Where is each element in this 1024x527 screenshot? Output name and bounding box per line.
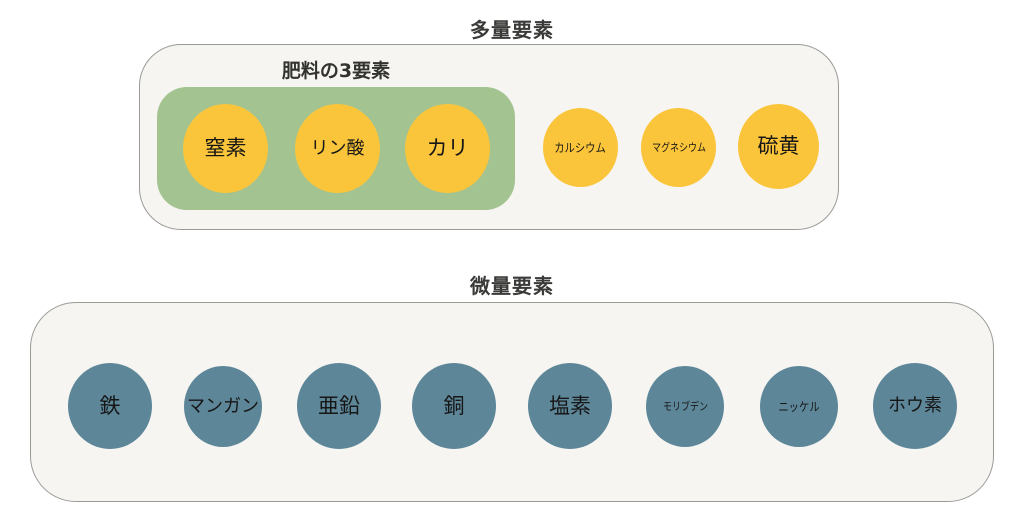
nutrient-bubble-molybdenum: モリブデン [646,366,724,447]
nutrient-bubble-chlorine: 塩素 [528,363,612,449]
nutrient-label-iron: 鉄 [99,393,121,418]
nutrient-label-boron: ホウ素 [888,395,942,416]
nutrient-label-molybdenum: モリブデン [662,400,708,413]
nutrient-bubble-nitrogen: 窒素 [183,104,268,193]
micronutrients-title: 微量要素 [470,274,554,298]
nutrient-bubble-sulfur: 硫黄 [738,104,819,189]
nutrient-label-sulfur: 硫黄 [757,134,800,158]
macronutrients-title: 多量要素 [470,18,554,42]
nutrient-label-calcium: カルシウム [554,140,607,155]
nutrient-bubble-phosphoric: リン酸 [295,104,380,193]
nutrient-bubble-zinc: 亜鉛 [297,363,381,449]
nutrient-label-copper: 銅 [443,393,465,418]
nutrient-label-chlorine: 塩素 [549,393,591,418]
nutrient-bubble-calcium: カルシウム [543,108,618,187]
nutrient-bubble-nickel: ニッケル [760,366,838,447]
nutrient-bubble-potassium: カリ [405,104,490,193]
nutrient-label-magnesium: マグネシウム [651,141,706,154]
nutrient-bubble-copper: 銅 [412,363,496,449]
nutrient-label-zinc: 亜鉛 [318,393,360,418]
nutrient-bubble-manganese: マンガン [184,366,262,447]
nutrient-label-nickel: ニッケル [778,399,820,414]
nutrient-label-nitrogen: 窒素 [204,136,247,160]
nutrient-bubble-boron: ホウ素 [873,363,957,449]
nutrient-label-phosphoric: リン酸 [310,137,365,159]
nutrient-label-potassium: カリ [426,136,469,160]
nutrient-label-manganese: マンガン [187,395,259,417]
micronutrients-panel [30,302,994,502]
nutrient-bubble-magnesium: マグネシウム [641,108,716,187]
nutrient-bubble-iron: 鉄 [68,363,152,449]
npk-group-label: 肥料の3要素 [281,60,391,82]
